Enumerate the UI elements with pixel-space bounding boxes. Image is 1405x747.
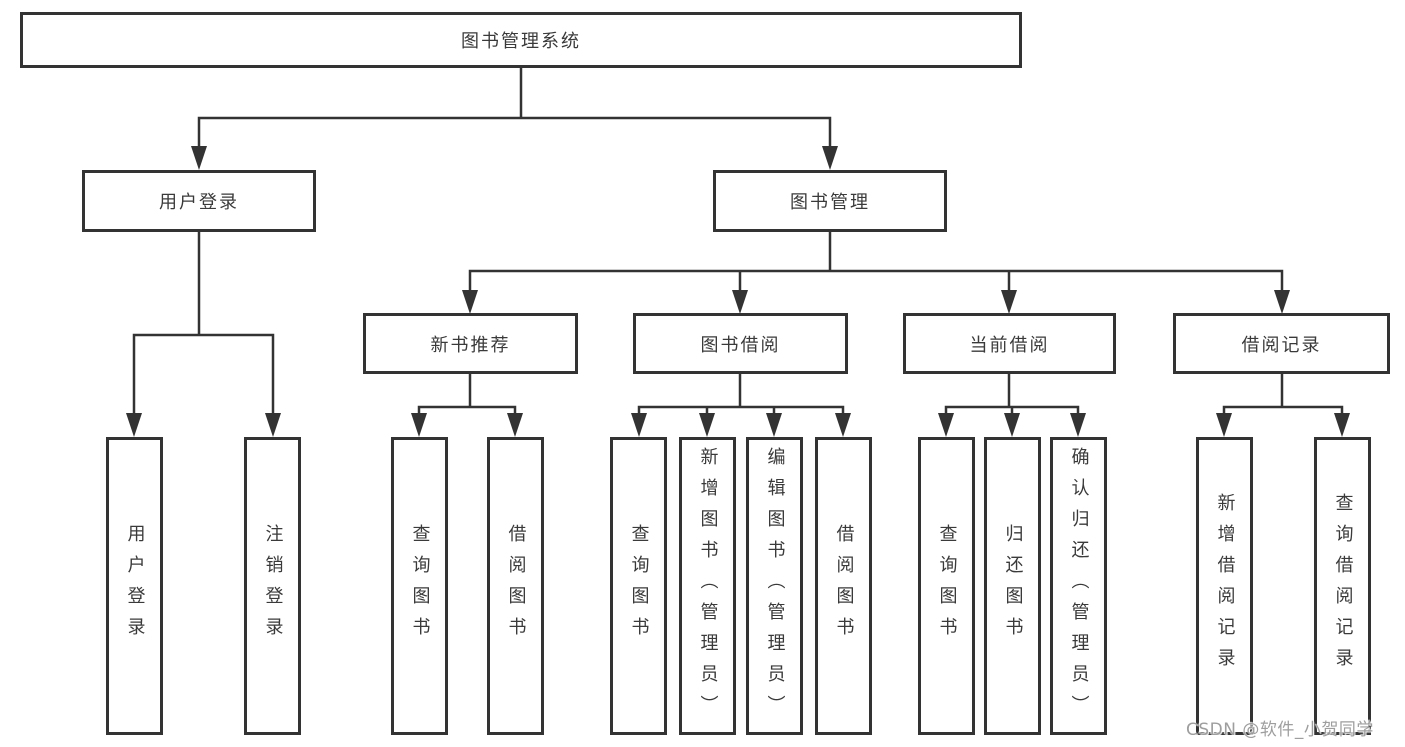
node-root: 图书管理系统 (20, 12, 1022, 68)
node-book-borrow: 图书借阅 (633, 313, 848, 374)
leaf-add-borrow-record: 新增借阅记录 (1196, 437, 1253, 735)
leaf-query-book-recommend: 查询图书 (391, 437, 448, 735)
leaf-logout: 注销登录 (244, 437, 301, 735)
node-new-book-recommend: 新书推荐 (363, 313, 578, 374)
watermark: CSDN @软件_小贺同学 (1186, 720, 1374, 740)
leaf-query-book-borrow: 查询图书 (610, 437, 667, 735)
arrowheads (126, 146, 1350, 437)
leaf-query-borrow-record: 查询借阅记录 (1314, 437, 1371, 735)
leaf-user-login: 用户登录 (106, 437, 163, 735)
leaf-borrow-book: 借阅图书 (815, 437, 872, 735)
node-borrow-records: 借阅记录 (1173, 313, 1390, 374)
node-book-management: 图书管理 (713, 170, 947, 232)
leaf-add-book-admin: 新增图书（管理员） (679, 437, 736, 735)
leaf-edit-book-admin: 编辑图书（管理员） (746, 437, 803, 735)
leaf-borrow-book-recommend: 借阅图书 (487, 437, 544, 735)
leaf-return-book: 归还图书 (984, 437, 1041, 735)
node-current-borrow: 当前借阅 (903, 313, 1116, 374)
leaf-confirm-return-admin: 确认归还（管理员） (1050, 437, 1107, 735)
node-user-login: 用户登录 (82, 170, 316, 232)
leaf-query-book-current: 查询图书 (918, 437, 975, 735)
